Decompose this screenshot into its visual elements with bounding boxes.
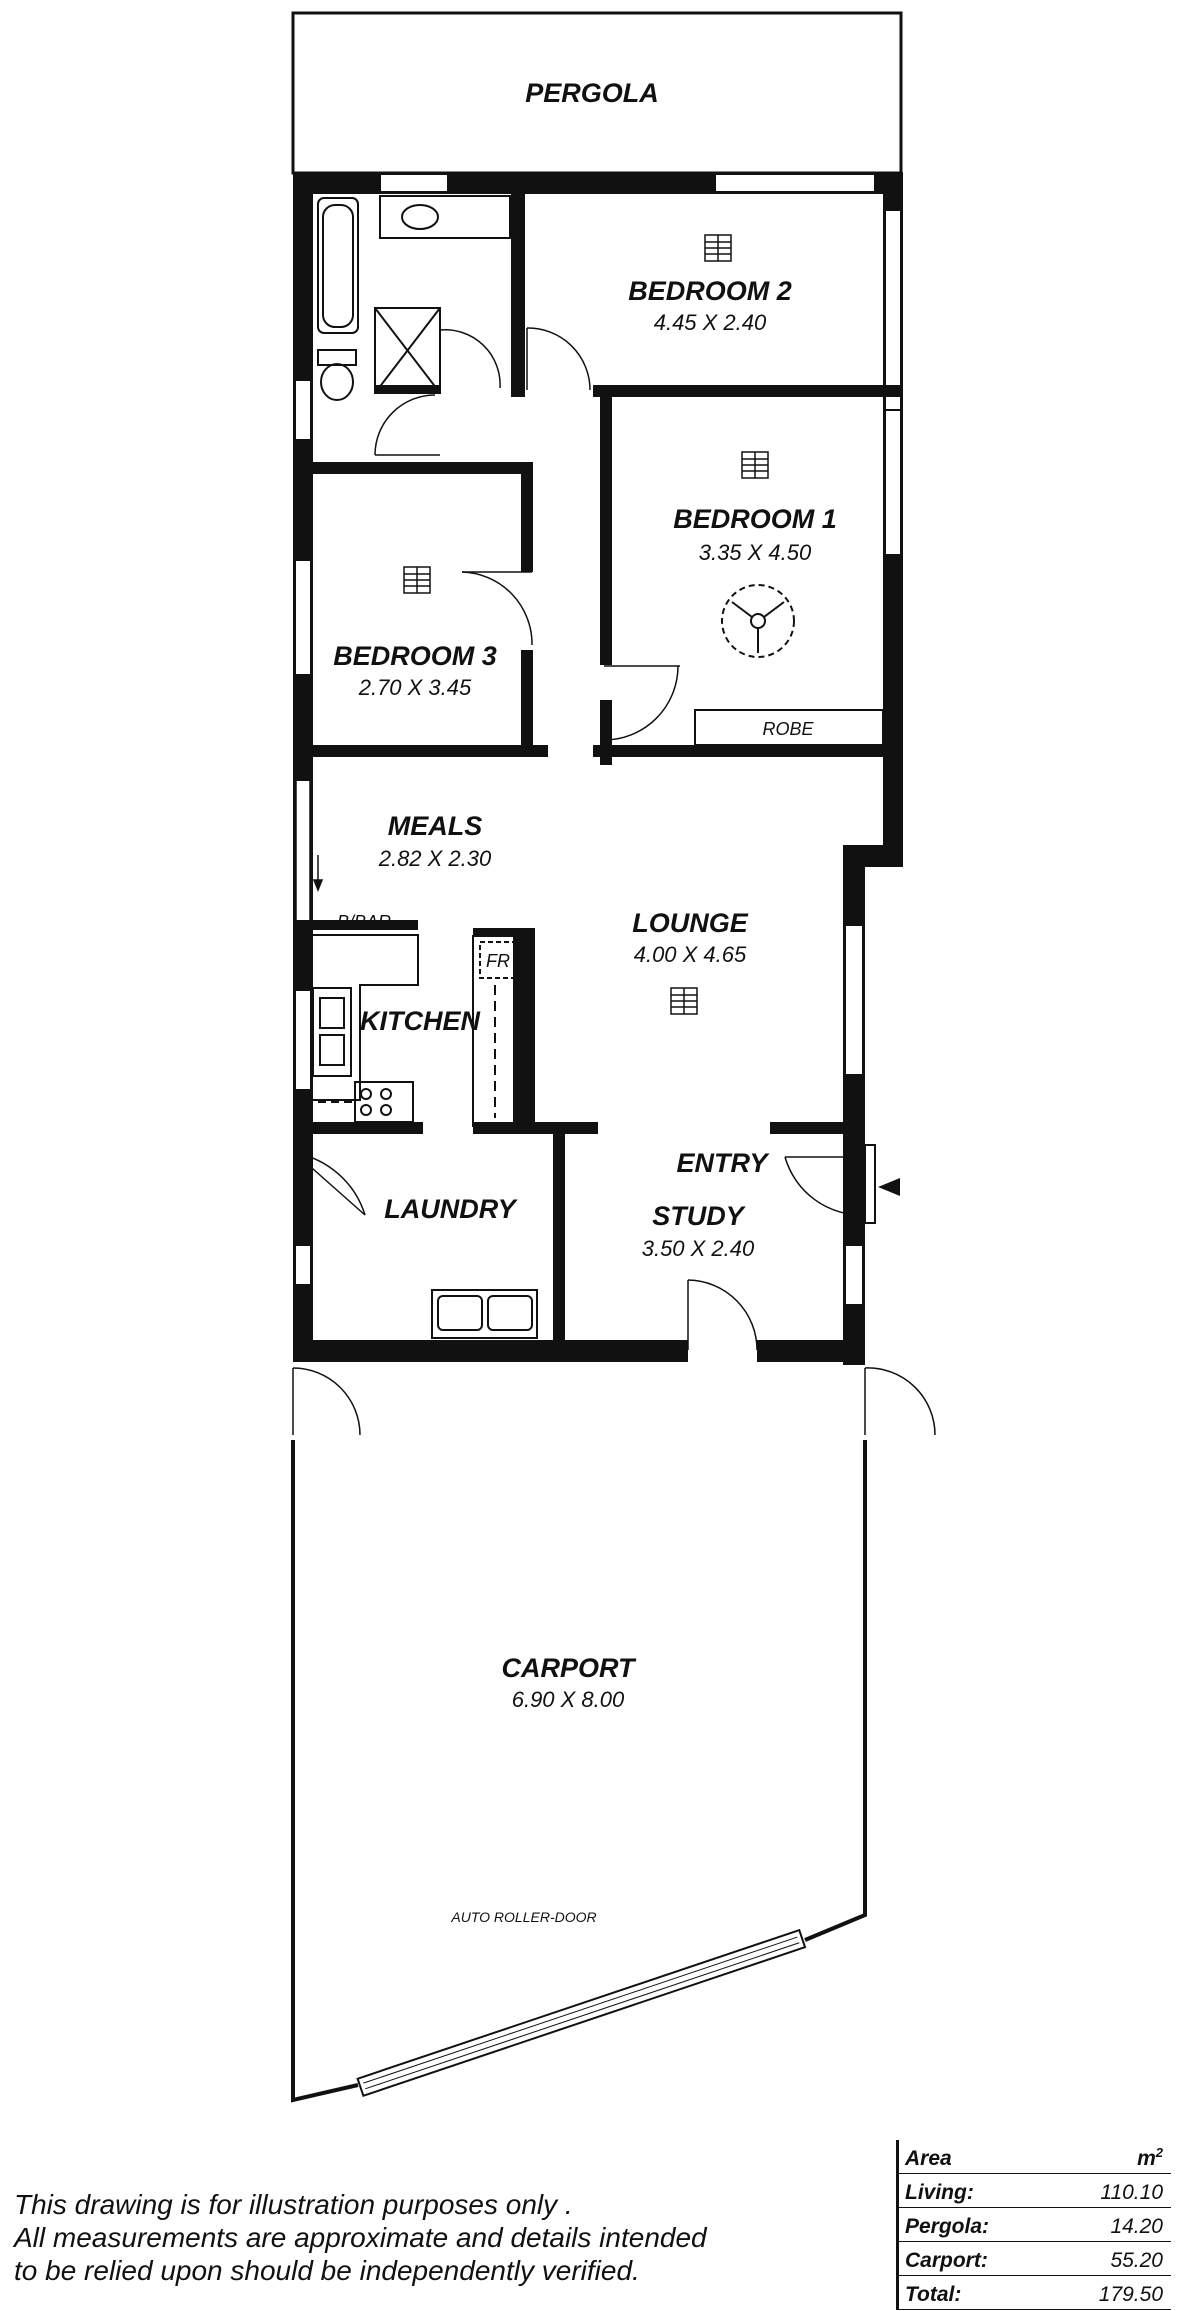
internal-walls	[293, 172, 903, 1362]
disclaimer-line: to be relied upon should be independentl…	[14, 2255, 640, 2286]
robe-outline	[694, 709, 884, 746]
area-row-label: Pergola:	[905, 2215, 990, 2238]
area-row: Total: 179.50	[899, 2276, 1171, 2310]
study-label: STUDY	[652, 1201, 746, 1231]
fr-label: FR	[486, 951, 510, 971]
ceiling-fan-icon	[721, 584, 795, 658]
lounge-label: LOUNGE	[632, 908, 748, 938]
entry-door	[864, 1144, 900, 1224]
bedroom2-dims: 4.45 X 2.40	[654, 310, 767, 335]
area-row-value: 14.20	[1110, 2215, 1163, 2238]
area-row: Carport: 55.20	[899, 2242, 1171, 2276]
area-row-value: 179.50	[1098, 2283, 1163, 2306]
area-row-label: Carport:	[905, 2249, 988, 2272]
fridge-pantry	[472, 935, 517, 1127]
bbar-label: B/BAR	[337, 912, 391, 932]
exterior-walls	[293, 172, 903, 1365]
bedroom2-label: BEDROOM 2	[628, 276, 792, 306]
carport-label: CARPORT	[501, 1653, 637, 1683]
pergola-label: PERGOLA	[525, 78, 659, 108]
kitchen-fixtures	[312, 934, 419, 1123]
sliding-door	[295, 779, 324, 926]
kitchen-label: KITCHEN	[360, 1006, 480, 1036]
lounge-dims: 4.00 X 4.65	[634, 942, 747, 967]
laundry-label: LAUNDRY	[384, 1194, 518, 1224]
area-row: Living: 110.10	[899, 2174, 1171, 2208]
disclaimer-line: This drawing is for illustration purpose…	[14, 2189, 573, 2220]
area-table-header: Area m2	[899, 2140, 1171, 2174]
roller-door	[356, 1928, 807, 2098]
bedroom3-dims: 2.70 X 3.45	[358, 675, 472, 700]
windows	[294, 173, 902, 1306]
laundry-tubs	[431, 1289, 538, 1343]
area-header-label: Area	[905, 2147, 952, 2170]
robe-label: ROBE	[762, 719, 814, 739]
area-row-label: Living:	[905, 2181, 974, 2204]
bedroom3-label: BEDROOM 3	[333, 641, 497, 671]
meals-label: MEALS	[388, 811, 483, 841]
study-dims: 3.50 X 2.40	[642, 1236, 755, 1261]
area-table: Area m2 Living: 110.10 Pergola: 14.20 Ca…	[896, 2140, 1171, 2310]
bedroom1-dims: 3.35 X 4.50	[699, 540, 812, 565]
roller-door-label: AUTO ROLLER-DOOR	[450, 1909, 596, 1925]
disclaimer-line: All measurements are approximate and det…	[14, 2222, 707, 2253]
meals-dims: 2.82 X 2.30	[378, 846, 492, 871]
area-row-value: 55.20	[1110, 2249, 1163, 2272]
doors	[292, 327, 936, 1436]
carport-walls	[291, 1440, 867, 2103]
area-row: Pergola: 14.20	[899, 2208, 1171, 2242]
area-row-value: 110.10	[1100, 2181, 1163, 2204]
disclaimer: This drawing is for illustration purpose…	[14, 2188, 714, 2287]
area-row-label: Total:	[905, 2283, 962, 2306]
bedroom1-label: BEDROOM 1	[673, 504, 837, 534]
area-unit: m2	[1137, 2145, 1163, 2171]
entry-label: ENTRY	[676, 1148, 770, 1178]
area-unit-exp: 2	[1155, 2145, 1163, 2160]
bathroom-partition	[375, 385, 440, 393]
bathroom-fixtures	[317, 195, 511, 401]
vent-icons	[403, 234, 769, 1015]
area-unit-base: m	[1137, 2147, 1156, 2170]
carport-dims: 6.90 X 8.00	[512, 1687, 625, 1712]
